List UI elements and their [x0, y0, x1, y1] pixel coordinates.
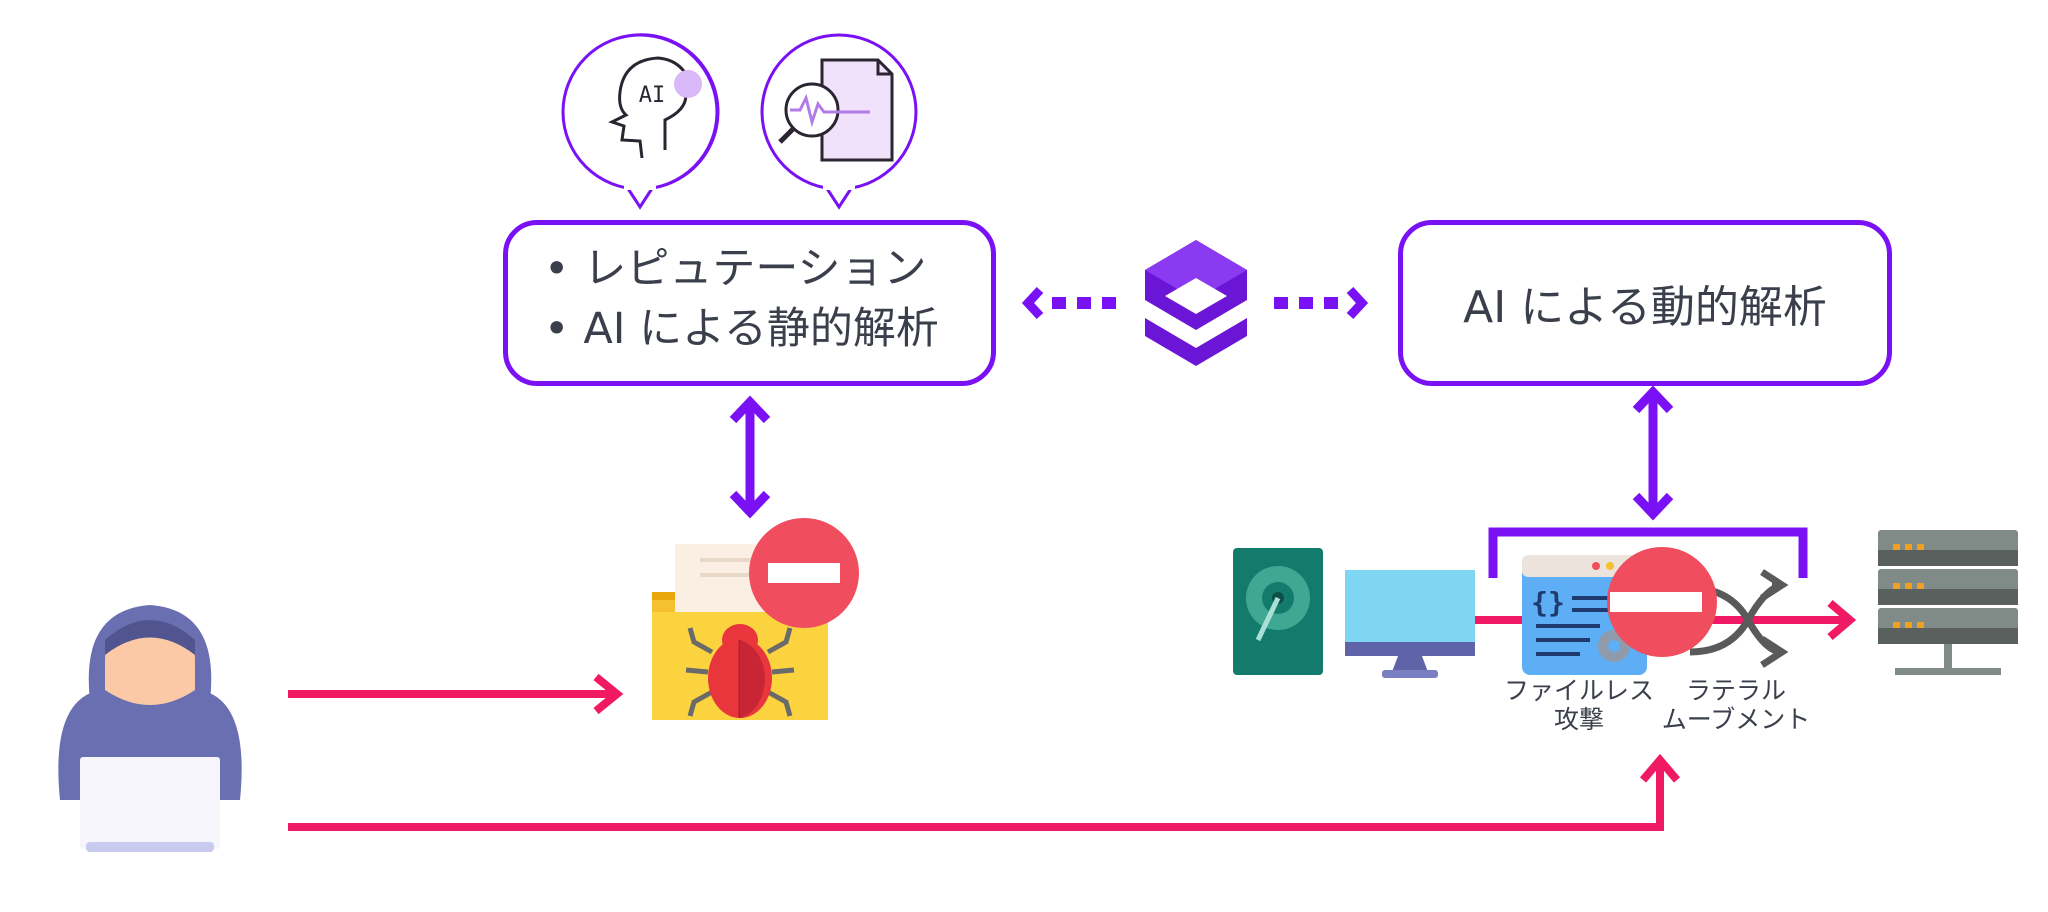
file-scan-icon — [778, 58, 894, 162]
dynamic-analysis-label: AI による動的解析 — [1463, 282, 1827, 333]
static-item-ai-static: •AI による静的解析 — [544, 304, 939, 354]
dotted-link — [1021, 286, 1369, 320]
security-logo-icon — [1145, 240, 1247, 366]
scan-bubble — [760, 33, 918, 210]
bug-folder-icon — [652, 544, 828, 720]
dynamic-analysis-box: AI による動的解析 — [1398, 220, 1892, 386]
hacker-icon — [58, 605, 242, 852]
attack-arrow-dynamic — [288, 753, 1681, 831]
attack-arrow-static — [288, 673, 624, 715]
lateral-label: ラテラル ムーブメント — [1661, 676, 1811, 734]
ai-head-icon: AI — [608, 56, 702, 159]
ai-bubble: AI — [561, 33, 720, 210]
server-icon — [1878, 530, 2018, 675]
svg-text:{}: {} — [1531, 586, 1565, 619]
monitor-icon — [1345, 570, 1475, 678]
ai-text: AI — [639, 83, 666, 108]
static-link-arrow — [729, 395, 771, 519]
fileless-label: ファイルレス 攻撃 — [1503, 676, 1654, 734]
static-analysis-box: •レピュテーション •AI による静的解析 — [503, 220, 996, 386]
dynamic-link-arrow — [1632, 385, 1674, 521]
sandbox-bracket — [1488, 527, 1808, 578]
block-icon — [749, 518, 859, 628]
block-icon — [1607, 547, 1717, 657]
static-item-reputation: •レピュテーション — [544, 244, 927, 294]
hard-drive-icon — [1233, 548, 1323, 675]
